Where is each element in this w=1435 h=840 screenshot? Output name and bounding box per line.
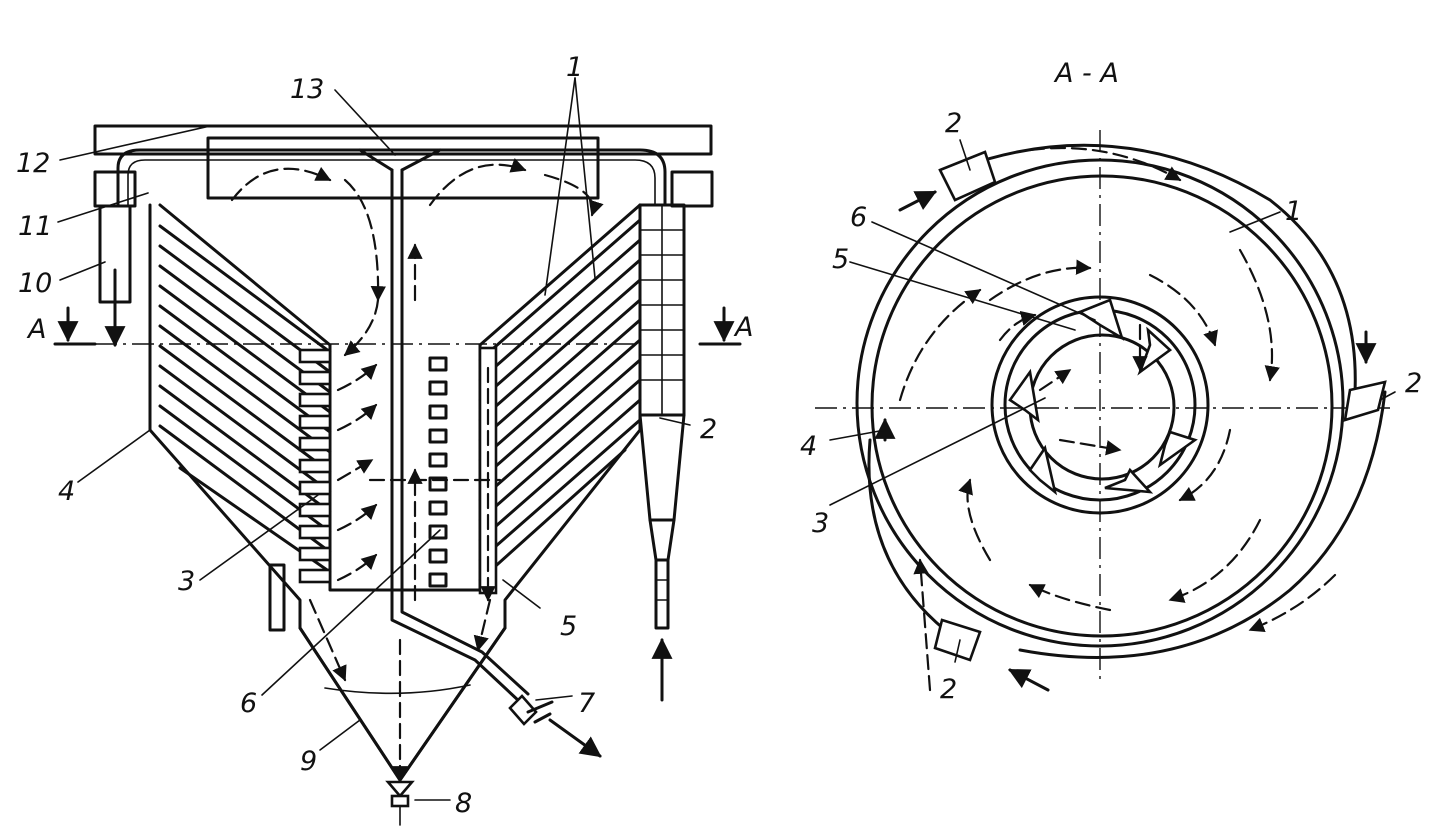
- left-lid-flange: [93, 170, 137, 208]
- sludge-hopper: [298, 626, 507, 782]
- section-label-4: 4: [800, 431, 817, 462]
- section-flow-arrows: [874, 146, 1377, 692]
- drain-valve[interactable]: [385, 780, 415, 826]
- section-title: A - A: [1053, 58, 1119, 89]
- top-lid: [93, 124, 713, 156]
- section-label-5: 5: [832, 244, 849, 275]
- label-3: 3: [178, 566, 195, 597]
- comb-teeth-3: [298, 348, 332, 584]
- front-view: 1 2 3 4 5 6 7 8 9 10 11 12 13 A A: [16, 52, 753, 826]
- label-4: 4: [58, 476, 75, 507]
- section-label-2-right: 2: [1405, 368, 1422, 399]
- section-label-1: 1: [1285, 196, 1302, 227]
- section-label-2-bottom: 2: [940, 674, 957, 705]
- label-2: 2: [700, 414, 717, 445]
- flow-arrows: [104, 158, 673, 782]
- section-label-2-top: 2: [945, 108, 962, 139]
- inclined-plates-right: [478, 218, 642, 582]
- right-lid-flange: [670, 170, 714, 208]
- tangential-inlets: [933, 150, 1387, 662]
- central-pipe: [390, 168, 522, 704]
- label-1: 1: [566, 52, 583, 83]
- inclined-plates-left: [158, 224, 332, 574]
- label-9: 9: [300, 746, 317, 777]
- outer-wall: [855, 158, 1345, 648]
- spiral-casing-right: [1018, 390, 1387, 659]
- inner-windows-6: [428, 356, 448, 588]
- inner-wall: [870, 174, 1334, 638]
- inlet-column: [638, 203, 686, 630]
- label-10: 10: [18, 268, 52, 299]
- bottom-pipe: [268, 563, 286, 632]
- label-6: 6: [240, 688, 257, 719]
- outlet-valve[interactable]: [508, 694, 554, 726]
- guide-vanes: [1008, 298, 1198, 496]
- label-5: 5: [560, 611, 577, 642]
- section-view: A - A: [800, 58, 1422, 705]
- spiral-casing-top: [958, 143, 1357, 394]
- section-label-6: 6: [850, 202, 867, 233]
- spiral-casing-left: [867, 438, 947, 632]
- label-11: 11: [18, 211, 52, 242]
- section-mark-right: A: [733, 312, 753, 343]
- inner-ring-outer: [990, 295, 1210, 515]
- section-label-3: 3: [812, 508, 829, 539]
- label-8: 8: [455, 788, 472, 819]
- label-7: 7: [578, 688, 595, 719]
- section-mark-left: A: [26, 314, 46, 345]
- section-line-A-A: [53, 306, 742, 482]
- label-13: 13: [290, 74, 324, 105]
- leader-lines: [57, 77, 691, 801]
- inner-vessel: [328, 343, 482, 592]
- section-leader-lines: [829, 139, 1396, 663]
- label-12: 12: [16, 148, 50, 179]
